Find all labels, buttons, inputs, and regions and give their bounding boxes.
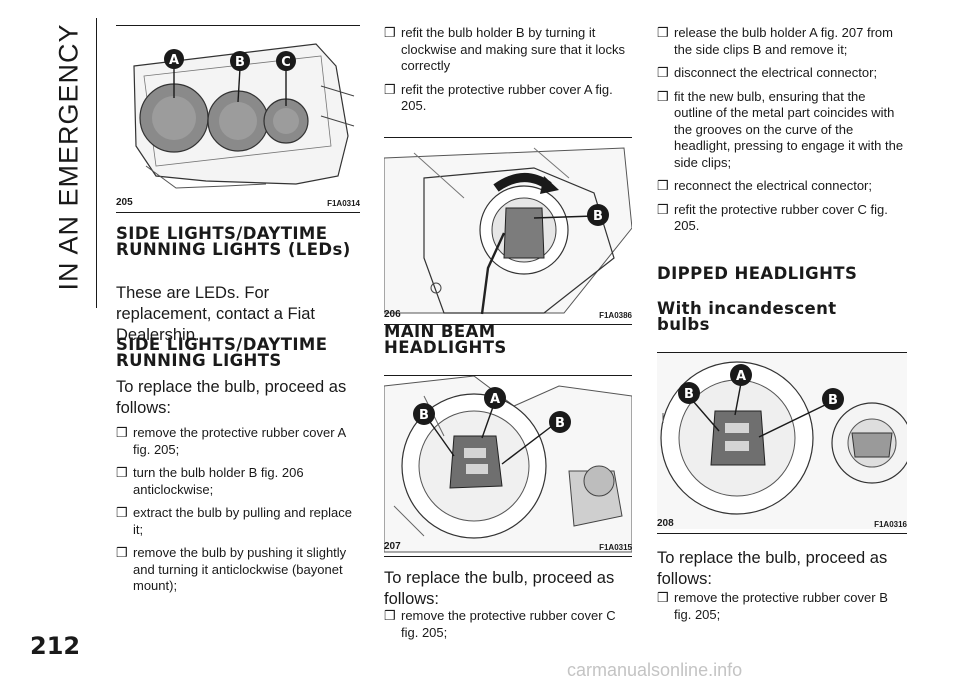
main-beam-bulb-holder-illustration — [384, 376, 632, 553]
callout-c: C — [276, 51, 296, 71]
callout-b-left: B — [413, 403, 435, 425]
figure-number: 207 — [384, 541, 401, 552]
headlight-rear-illustration — [133, 43, 355, 189]
heading-main-beam: MAIN BEAM HEADLIGHTS — [384, 322, 507, 357]
svg-text:B: B — [684, 387, 694, 402]
callout-b-left: B — [678, 382, 700, 404]
figure-number: 206 — [384, 309, 401, 320]
svg-text:B: B — [593, 209, 603, 224]
figure-number: 205 — [116, 197, 133, 208]
side-light-bulb-holder-illustration — [384, 147, 632, 315]
list-item: ❒reconnect the electrical connector; — [657, 178, 872, 193]
callout-a: A — [164, 49, 184, 69]
watermark: carmanualsonline.info — [567, 660, 743, 680]
figure-code: F1A0314 — [327, 199, 360, 208]
svg-text:A: A — [169, 53, 179, 68]
step-list-top: ❒release the bulb holder A fig. 207 from… — [657, 25, 907, 242]
figure-208-callouts: B A B — [678, 364, 844, 410]
list-item: ❒refit the protective rubber cover C fig… — [657, 201, 888, 234]
list-item: ❒release the bulb holder A fig. 207 from… — [657, 25, 893, 57]
list-item: ❒refit the bulb holder B by turning it c… — [384, 25, 625, 73]
list-item: ❒turn the bulb holder B fig. 206 anticlo… — [116, 465, 304, 497]
figure-206: B 206 F1A0386 — [384, 137, 632, 325]
figure-code: F1A0315 — [599, 543, 632, 552]
list-item: ❒disconnect the electrical connector; — [657, 65, 878, 80]
step-list-bottom: ❒remove the protective rubber cover B fi… — [657, 590, 907, 630]
svg-text:C: C — [281, 55, 291, 70]
list-item: ❒remove the protective rubber cover B fi… — [657, 590, 888, 622]
step-list-top: ❒refit the bulb holder B by turning it c… — [384, 25, 632, 122]
list-item: ❒remove the protective rubber cover C fi… — [384, 608, 616, 640]
step-list-bottom: ❒remove the protective rubber cover C fi… — [384, 608, 632, 648]
step-list: ❒remove the protective rubber cover A fi… — [116, 425, 362, 602]
list-item: ❒fit the new bulb, ensuring that the out… — [657, 88, 904, 170]
svg-text:B: B — [828, 393, 838, 408]
leds-paragraph: These are LEDs. For replacement, contact… — [116, 284, 316, 344]
dipped-beam-bulb-holder-illustration — [657, 353, 907, 529]
side-divider — [96, 18, 98, 308]
figure-208: B A B 208 F1A0316 — [657, 352, 907, 534]
svg-text:A: A — [736, 369, 746, 384]
callout-b-right: B — [822, 388, 844, 410]
figure-206-callouts: B — [587, 204, 609, 226]
figure-code: F1A0316 — [874, 520, 907, 529]
page-number: 212 — [30, 632, 81, 660]
list-item: ❒remove the bulb by pushing it slightly … — [116, 545, 347, 593]
list-item: ❒extract the bulb by pulling and replace… — [116, 505, 352, 537]
svg-text:A: A — [490, 392, 500, 407]
svg-text:B: B — [555, 416, 565, 431]
figure-205-callouts: A B C — [164, 49, 296, 71]
heading-dipped-headlights: DIPPED HEADLIGHTS — [657, 264, 858, 283]
intro-paragraph: To replace the bulb, proceed as follows: — [384, 569, 615, 608]
intro-paragraph: To replace the bulb, proceed as follows: — [657, 549, 888, 588]
figure-205: A B C 205 F1A0314 — [116, 25, 360, 213]
list-item: ❒remove the protective rubber cover A fi… — [116, 425, 346, 457]
callout-a: A — [484, 387, 506, 409]
heading-side-lights-leds: SIDE LIGHTS/DAYTIME RUNNING LIGHTS (LEDs… — [116, 224, 351, 259]
list-item: ❒refit the protective rubber cover A fig… — [384, 81, 613, 114]
heading-side-lights: SIDE LIGHTS/DAYTIME RUNNING LIGHTS — [116, 335, 328, 370]
callout-b: B — [230, 51, 250, 71]
callout-b: B — [587, 204, 609, 226]
svg-text:B: B — [419, 408, 429, 423]
callout-b-right: B — [549, 411, 571, 433]
figure-207-callouts: B A B — [413, 387, 571, 433]
section-running-title: IN AN EMERGENCY — [44, 12, 94, 302]
section-running-title-text: IN AN EMERGENCY — [53, 23, 84, 291]
intro-paragraph: To replace the bulb, proceed as follows: — [116, 378, 347, 417]
callout-a: A — [730, 364, 752, 386]
svg-text:B: B — [235, 55, 245, 70]
figure-number: 208 — [657, 518, 674, 529]
subheading-incandescent-bulbs: With incandescent bulbs — [657, 299, 837, 334]
figure-207: B A B 207 F1A0315 — [384, 375, 632, 557]
figure-code: F1A0386 — [599, 311, 632, 320]
